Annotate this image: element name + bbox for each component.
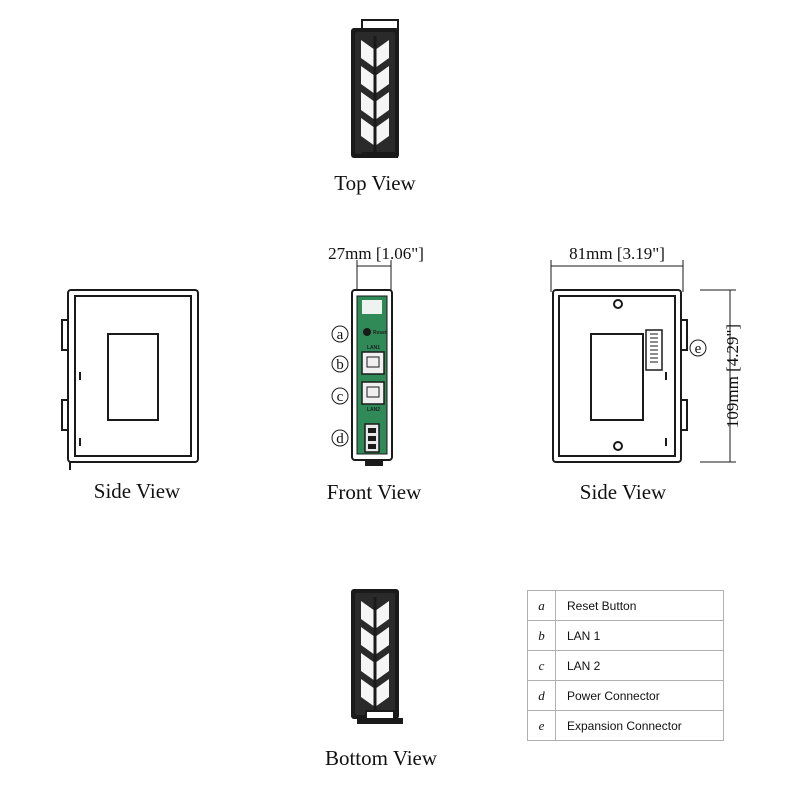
legend-table: a Reset Button b LAN 1 c LAN 2 d Power C… [527,590,724,741]
svg-text:d: d [336,431,344,447]
legend-row: b LAN 1 [527,620,724,651]
top-view-caption: Top View [334,171,416,195]
left-side-view [61,289,199,470]
legend-row: d Power Connector [527,680,724,711]
right-side-view [550,260,736,463]
svg-text:b: b [336,357,344,373]
right-side-view-caption: Side View [580,480,667,504]
front-view: Reset LAN1 LAN2 a b c d [331,260,393,466]
reset-label: Reset [373,330,387,336]
legend-row: c LAN 2 [527,650,724,681]
legend-key: a [527,590,556,621]
width-dimension: 27mm [1.06"] [328,244,424,263]
callout-b [331,355,349,373]
bottom-view-caption: Bottom View [325,746,438,770]
front-view-caption: Front View [327,480,422,504]
legend-key: b [527,620,556,651]
legend-key: e [527,710,556,741]
top-view [349,19,401,160]
lan1-label: LAN1 [367,345,380,351]
callout-c [331,387,349,405]
depth-dimension: 81mm [3.19"] [569,244,665,263]
height-dimension: 109mm [4.29"] [723,324,742,428]
svg-text:a: a [337,327,344,343]
lan2-port-icon [361,381,385,405]
lan1-port-icon [361,351,385,375]
legend-row: a Reset Button [527,590,724,621]
legend-row: e Expansion Connector [527,710,724,741]
callout-e [689,339,707,357]
callout-a [331,325,349,343]
lan2-label: LAN2 [367,407,380,413]
svg-text:c: c [337,389,344,405]
bottom-view [349,587,403,724]
legend-key: d [527,680,556,711]
callout-d [331,429,349,447]
reset-button-icon [363,328,371,336]
svg-text:e: e [695,341,702,357]
legend-label: Power Connector [555,680,724,711]
legend-label: Reset Button [555,590,724,621]
legend-label: LAN 1 [555,620,724,651]
legend-label: LAN 2 [555,650,724,681]
left-side-view-caption: Side View [94,479,181,503]
legend-key: c [527,650,556,681]
legend-label: Expansion Connector [555,710,724,741]
